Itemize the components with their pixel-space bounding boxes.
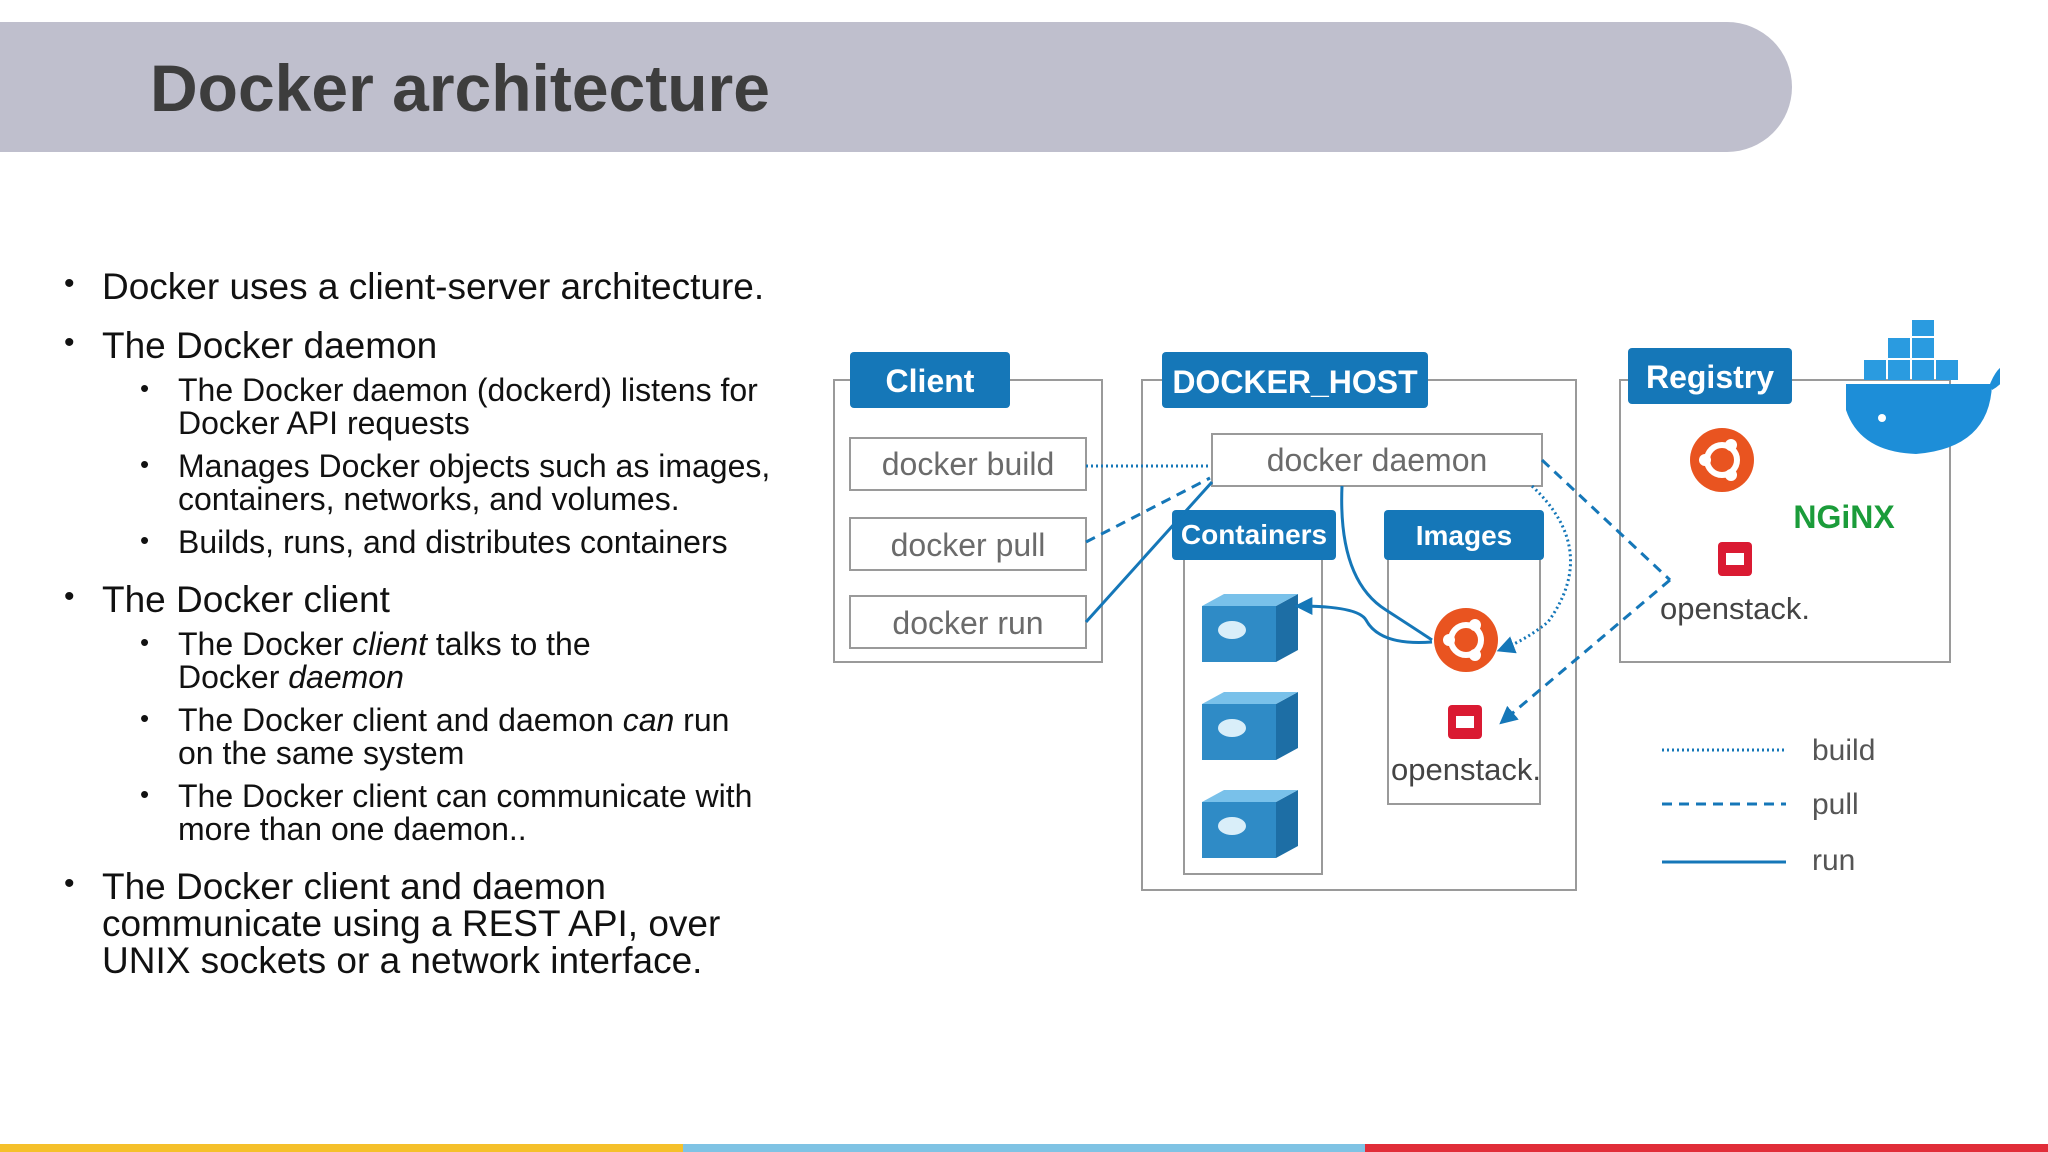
docker-pull-box bbox=[849, 517, 1087, 571]
sub-bullet-text: run bbox=[674, 702, 730, 738]
bullet-dot-icon: • bbox=[140, 627, 150, 657]
bullet-dot-icon: • bbox=[64, 867, 75, 900]
legend-run-label: run bbox=[1812, 844, 1855, 877]
sub-bullet-list: • The Docker client talks to the Docker … bbox=[60, 626, 830, 847]
openstack-icon bbox=[1448, 705, 1482, 739]
daemon-to-image-run bbox=[1340, 485, 1433, 642]
strip-segment-red bbox=[1365, 1144, 2048, 1152]
legend-pull-label: pull bbox=[1812, 788, 1859, 821]
emphasis-text: can bbox=[622, 702, 675, 738]
sub-bullet-item: • The Docker client talks to the Docker … bbox=[60, 626, 830, 695]
bullet-dot-icon: • bbox=[140, 373, 150, 403]
run-connector bbox=[1084, 480, 1214, 624]
docker-architecture-diagram: Client docker build docker pull docker r… bbox=[833, 320, 2000, 891]
bullet-dot-icon: • bbox=[140, 703, 150, 733]
sub-bullet-text: more than one daemon.. bbox=[178, 811, 527, 847]
emphasis-text: daemon bbox=[288, 659, 404, 695]
sub-bullet-line: Docker API requests bbox=[178, 405, 470, 441]
nginx-logo-text: NGiNX bbox=[1793, 499, 1895, 535]
bullet-dot-icon: • bbox=[64, 267, 75, 300]
strip-segment-yellow bbox=[0, 1144, 683, 1152]
openstack-label: openstack. bbox=[1660, 591, 1810, 626]
docker-run-box bbox=[849, 595, 1087, 649]
ubuntu-icon bbox=[1690, 428, 1754, 492]
sub-bullet-text: talks to the bbox=[426, 626, 591, 662]
sub-bullet-item: • The Docker client can communicate with… bbox=[60, 778, 830, 847]
daemon-to-registry-pull bbox=[1540, 458, 1672, 582]
strip-segment-blue bbox=[683, 1144, 1365, 1152]
pull-connector bbox=[1085, 476, 1211, 544]
bullet-dot-icon: • bbox=[64, 326, 75, 359]
container-icon bbox=[1202, 594, 1298, 662]
sub-bullet-line: The Docker daemon (dockerd) listens for bbox=[178, 372, 758, 408]
openstack-icon bbox=[1718, 542, 1752, 576]
ubuntu-icon bbox=[1434, 608, 1498, 672]
slide-title: Docker architecture bbox=[150, 51, 770, 125]
container-icon bbox=[1202, 692, 1298, 760]
bullet-item: • The Docker client • The Docker client … bbox=[60, 579, 830, 847]
docker-run-label: docker run bbox=[892, 605, 1043, 641]
docker-build-label: docker build bbox=[882, 446, 1055, 482]
sub-bullet-list: • The Docker daemon (dockerd) listens fo… bbox=[60, 372, 830, 560]
bullet-dot-icon: • bbox=[140, 449, 150, 479]
daemon-to-images-build bbox=[1496, 484, 1572, 654]
sub-bullet-item: • The Docker client and daemon can run o… bbox=[60, 702, 830, 771]
registry-header-tab bbox=[1628, 348, 1792, 404]
image-to-container-run bbox=[1294, 597, 1433, 645]
docker-pull-label: docker pull bbox=[891, 527, 1046, 563]
container-icon bbox=[1202, 790, 1298, 858]
client-header-tab bbox=[850, 352, 1010, 408]
bullet-list: • Docker uses a client-server architectu… bbox=[60, 266, 830, 1001]
client-label: Client bbox=[886, 363, 975, 399]
bullet-text: Docker uses a client-server architecture… bbox=[102, 266, 765, 307]
bullet-text: The Docker daemon bbox=[102, 325, 438, 366]
bullet-text: The Docker client bbox=[102, 579, 390, 620]
sub-bullet-item: • The Docker daemon (dockerd) listens fo… bbox=[60, 372, 830, 441]
registry-to-images-pull bbox=[1499, 578, 1671, 725]
images-header-tab bbox=[1384, 510, 1544, 560]
docker-build-box bbox=[849, 437, 1087, 491]
bullet-item: • Docker uses a client-server architectu… bbox=[60, 266, 830, 307]
docker-daemon-label: docker daemon bbox=[1267, 442, 1488, 478]
sub-bullet-text: Docker bbox=[178, 659, 289, 695]
docker-daemon-box bbox=[1211, 433, 1543, 487]
sub-bullet-line: containers, networks, and volumes. bbox=[178, 481, 680, 517]
emphasis-text: client bbox=[352, 626, 427, 662]
bullet-dot-icon: • bbox=[64, 580, 75, 613]
bottom-color-strip bbox=[0, 1144, 2048, 1152]
openstack-label: openstack. bbox=[1391, 752, 1541, 787]
bullet-dot-icon: • bbox=[140, 779, 150, 809]
sub-bullet-line: Builds, runs, and distributes containers bbox=[178, 524, 728, 560]
registry-label: Registry bbox=[1646, 359, 1774, 395]
bullet-dot-icon: • bbox=[140, 525, 150, 555]
bullet-text: communicate using a REST API, over bbox=[102, 903, 721, 944]
containers-label: Containers bbox=[1181, 519, 1327, 550]
sub-bullet-text: on the same system bbox=[178, 735, 465, 771]
containers-header-tab bbox=[1172, 510, 1336, 560]
title-bar bbox=[0, 22, 1792, 152]
bullet-item: • The Docker daemon • The Docker daemon … bbox=[60, 325, 830, 560]
images-label: Images bbox=[1416, 520, 1513, 551]
images-panel-frame bbox=[1387, 553, 1541, 805]
docker-host-header-tab bbox=[1162, 352, 1428, 408]
bullet-text: The Docker client and daemon bbox=[102, 866, 606, 907]
sub-bullet-item: • Manages Docker objects such as images,… bbox=[60, 448, 830, 517]
sub-bullet-line: Manages Docker objects such as images, bbox=[178, 448, 771, 484]
legend-build-label: build bbox=[1812, 734, 1875, 767]
sub-bullet-item: • Builds, runs, and distributes containe… bbox=[60, 524, 830, 560]
bullet-item: • The Docker client and daemon communica… bbox=[60, 866, 830, 981]
docker-whale-icon bbox=[1846, 320, 2000, 454]
sub-bullet-text: The Docker client and daemon bbox=[178, 702, 623, 738]
bullet-text: UNIX sockets or a network interface. bbox=[102, 940, 703, 981]
docker-host-label: DOCKER_HOST bbox=[1172, 364, 1418, 400]
sub-bullet-text: The Docker client can communicate with bbox=[178, 778, 753, 814]
sub-bullet-text: The Docker bbox=[178, 626, 353, 662]
